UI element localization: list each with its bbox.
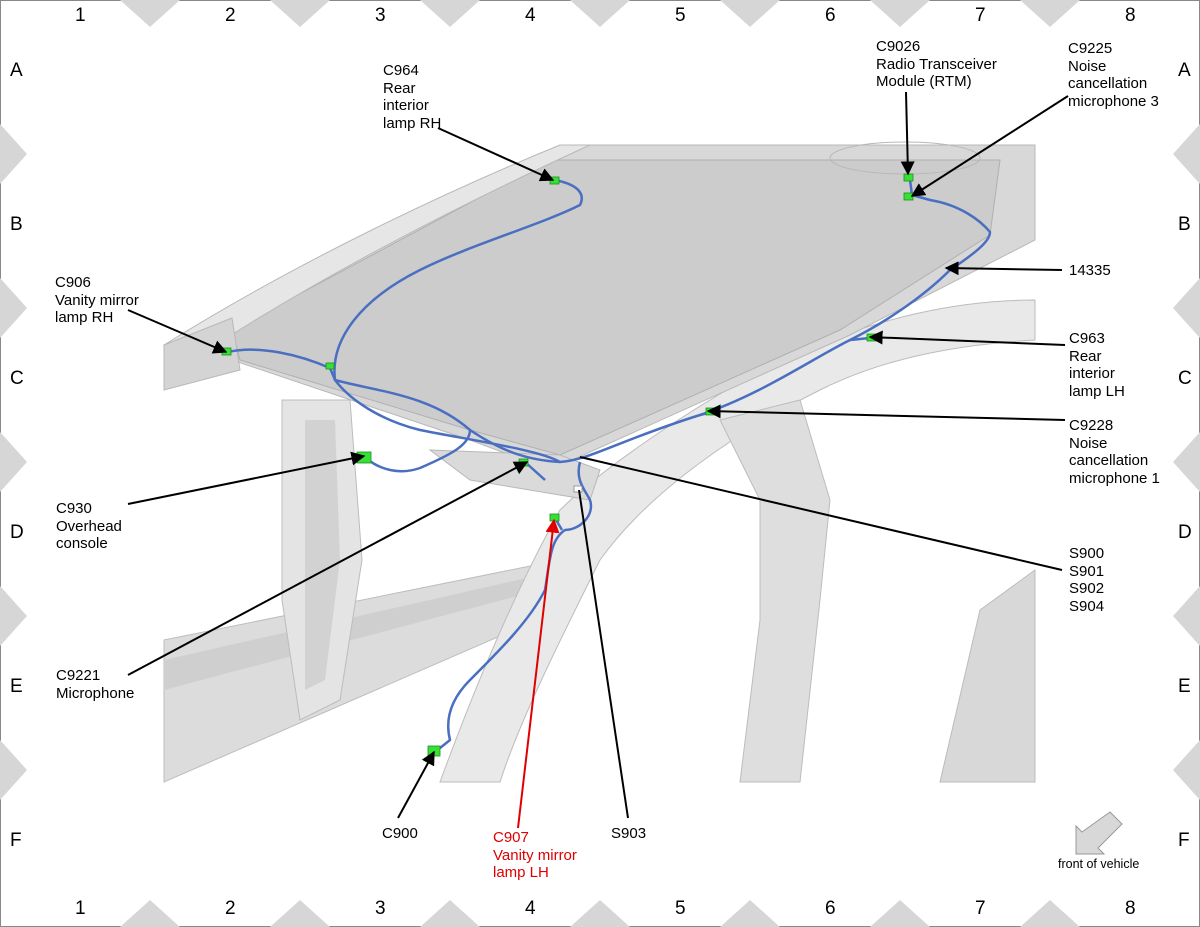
grid-row-left-d: D <box>10 522 24 543</box>
connector-c964 <box>549 176 560 185</box>
connector-roof <box>325 362 335 370</box>
leader-line-c907 <box>517 518 560 829</box>
grid-col-top-8: 8 <box>1125 5 1136 26</box>
leader-lines <box>127 91 1069 819</box>
front-of-vehicle-arrow <box>1075 811 1123 855</box>
label-splices: S900 S901 S902 S904 <box>1069 545 1105 615</box>
label-c907: C907 Vanity mirror lamp LH <box>493 829 577 881</box>
label-c9225: C9225 Noise cancellation microphone 3 <box>1068 40 1159 110</box>
label-c906: C906 Vanity mirror lamp RH <box>55 274 139 326</box>
grid-row-right-a: A <box>1178 60 1191 81</box>
grid-col-bottom-8: 8 <box>1125 898 1136 919</box>
connector-c907 <box>549 513 560 522</box>
grid-row-right-f: F <box>1178 830 1190 851</box>
grid-row-right-e: E <box>1178 676 1191 697</box>
vehicle-body-illustration <box>162 141 1036 783</box>
grid-row-right-b: B <box>1178 214 1191 235</box>
grid-row-left-a: A <box>10 60 23 81</box>
grid-col-top-3: 3 <box>375 5 386 26</box>
label-c9221: C9221 Microphone <box>56 667 135 702</box>
front-of-vehicle-label: front of vehicle <box>1058 857 1140 871</box>
grid-col-bottom-2: 2 <box>225 898 236 919</box>
connector-c900 <box>427 745 441 757</box>
wiring-harness-14335 <box>227 178 992 753</box>
grid-col-top-4: 4 <box>525 5 536 26</box>
connector-s903 <box>573 485 583 493</box>
grid-row-left-b: B <box>10 214 23 235</box>
grid-col-bottom-3: 3 <box>375 898 386 919</box>
grid-col-bottom-1: 1 <box>75 898 86 919</box>
grid-row-right-d: D <box>1178 522 1192 543</box>
grid-col-top-2: 2 <box>225 5 236 26</box>
label-c963: C963 Rear interior lamp LH <box>1069 330 1125 400</box>
connector-c9225 <box>903 192 914 201</box>
grid-col-top-7: 7 <box>975 5 986 26</box>
label-c900: C900 <box>382 825 418 842</box>
label-14335: 14335 <box>1069 262 1111 279</box>
label-c964: C964 Rear interior lamp RH <box>383 62 442 132</box>
grid-row-left-f: F <box>10 830 22 851</box>
grid-col-bottom-7: 7 <box>975 898 986 919</box>
label-s903: S903 <box>611 825 647 842</box>
grid-row-left-e: E <box>10 676 23 697</box>
label-c9026: C9026 Radio Transceiver Module (RTM) <box>876 38 997 90</box>
connector-c9026 <box>903 173 914 182</box>
grid-col-top-6: 6 <box>825 5 836 26</box>
grid-row-left-c: C <box>10 368 24 389</box>
grid-row-right-c: C <box>1178 368 1192 389</box>
grid-col-top-5: 5 <box>675 5 686 26</box>
grid-col-bottom-5: 5 <box>675 898 686 919</box>
grid-col-top-1: 1 <box>75 5 86 26</box>
label-c930: C930 Overhead console <box>56 500 122 552</box>
grid-col-bottom-6: 6 <box>825 898 836 919</box>
grid-col-bottom-4: 4 <box>525 898 536 919</box>
label-c9228: C9228 Noise cancellation microphone 1 <box>1069 417 1160 487</box>
